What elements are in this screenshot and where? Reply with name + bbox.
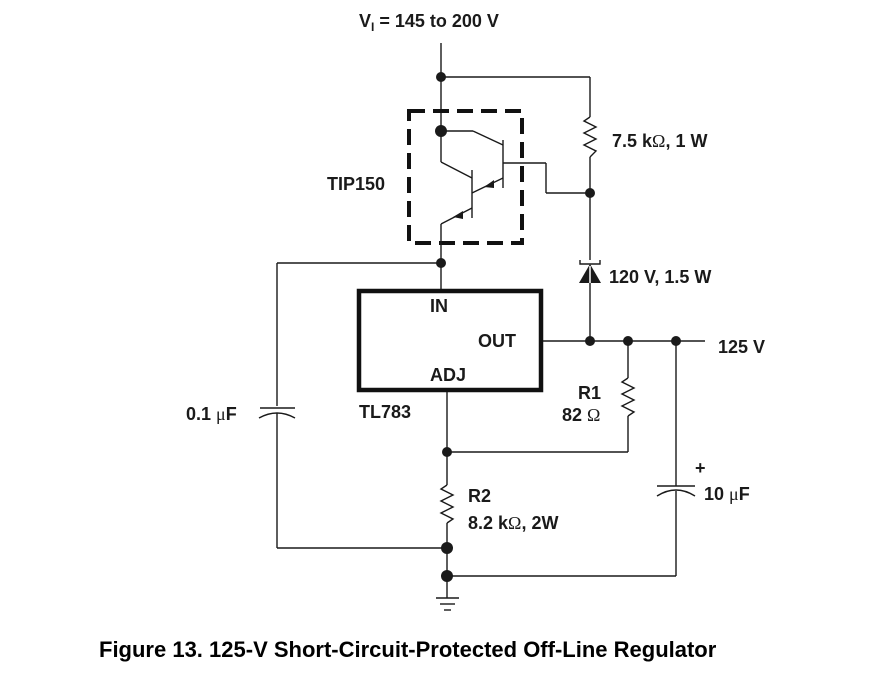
figure-caption: Figure 13. 125-V Short-Circuit-Protected… [99,637,717,662]
tl783-regulator [356,288,544,393]
output-rail [543,336,705,346]
r2-value-label: 8.2 kΩ, 2W [468,513,558,533]
pin-out-label: OUT [478,331,516,351]
r2-name-label: R2 [468,486,491,506]
r1-value-label: 82 Ω [562,405,600,425]
resistor-7k5 [582,77,598,260]
c-in-label: 0.1 μF [186,404,237,424]
tip150-transistor [407,109,590,290]
resistor-r2 [439,392,455,598]
r1-name-label: R1 [578,383,601,403]
c-out-polarity: + [695,458,706,478]
ground-symbol [436,597,459,611]
zener-diode [579,260,601,341]
output-voltage-label: 125 V [718,337,765,357]
pin-in-label: IN [430,296,448,316]
tip150-label: TIP150 [327,174,385,194]
capacitor-10uf [447,341,696,577]
c-out-label: 10 μF [704,484,750,504]
input-rail [436,43,590,130]
input-node [258,258,447,549]
pin-adj-label: ADJ [430,365,466,385]
input-voltage-label: VI = 145 to 200 V [359,11,499,34]
regulator-name-label: TL783 [359,402,411,422]
zener-label: 120 V, 1.5 W [609,267,711,287]
resistor-7k5-label: 7.5 kΩ, 1 W [612,131,707,151]
resistor-r1 [447,341,636,453]
